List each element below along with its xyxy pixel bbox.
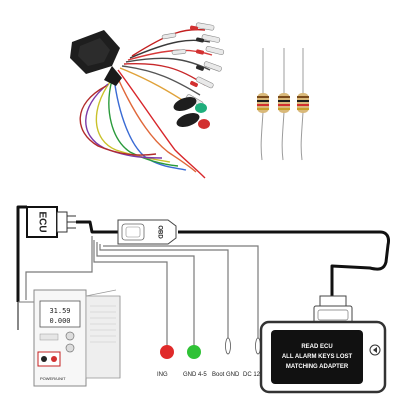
- db-connector: [313, 295, 353, 325]
- obd-plug: [70, 30, 122, 86]
- resistors-photo: [257, 48, 309, 161]
- green-indicator-dot: [187, 345, 201, 359]
- psu-current-readout: 0.000: [49, 317, 70, 325]
- psu-knob: [65, 343, 75, 353]
- adapter-text-line3: MATCHING ADAPTER: [286, 364, 349, 370]
- power-supply-unit: 31.59 0.000 POWER/UNIT: [33, 289, 121, 387]
- main-cable: [16, 205, 390, 302]
- round-connectors: [173, 97, 210, 129]
- adapter-text-line1: READ ECU: [301, 344, 332, 350]
- obd-connector: OBD: [117, 219, 177, 245]
- resistor-1: [257, 48, 269, 161]
- ecu-label: ECU: [36, 211, 47, 232]
- psu-caption: POWER/UNIT: [40, 376, 66, 381]
- adapter-text-line2: ALL ALARM KEYS LOST: [282, 354, 353, 360]
- red-indicator-dot: [160, 345, 174, 359]
- signal-wires: [25, 236, 259, 348]
- indicator-ing: ING: [157, 345, 174, 378]
- indicator-gnd45-label: GND 4-5: [183, 372, 207, 378]
- terminal-dc12v-label: DC 12V: [243, 372, 264, 378]
- psu-display: [39, 300, 81, 328]
- terminal-boot-gnd: Boot GND: [212, 337, 240, 378]
- psu-voltage-readout: 31.59: [49, 307, 70, 315]
- alligator-clips: [161, 22, 225, 107]
- psu-knob: [65, 331, 75, 341]
- terminal-boot-gnd-label: Boot GND: [212, 372, 240, 378]
- cable-harness-photo: [70, 22, 225, 179]
- psu-output-terminals: [37, 351, 61, 367]
- resistor-3: [297, 48, 309, 161]
- ecu-box: ECU: [26, 206, 76, 238]
- obd-label: OBD: [156, 225, 162, 239]
- indicator-ing-label: ING: [157, 372, 168, 378]
- terminal-dc12v: DC 12V: [243, 337, 264, 378]
- indicator-gnd45: GND 4-5: [183, 345, 207, 378]
- adapter-screen: [271, 330, 363, 384]
- adapter-device: READ ECU ALL ALARM KEYS LOST MATCHING AD…: [259, 320, 387, 394]
- resistor-2: [278, 48, 290, 161]
